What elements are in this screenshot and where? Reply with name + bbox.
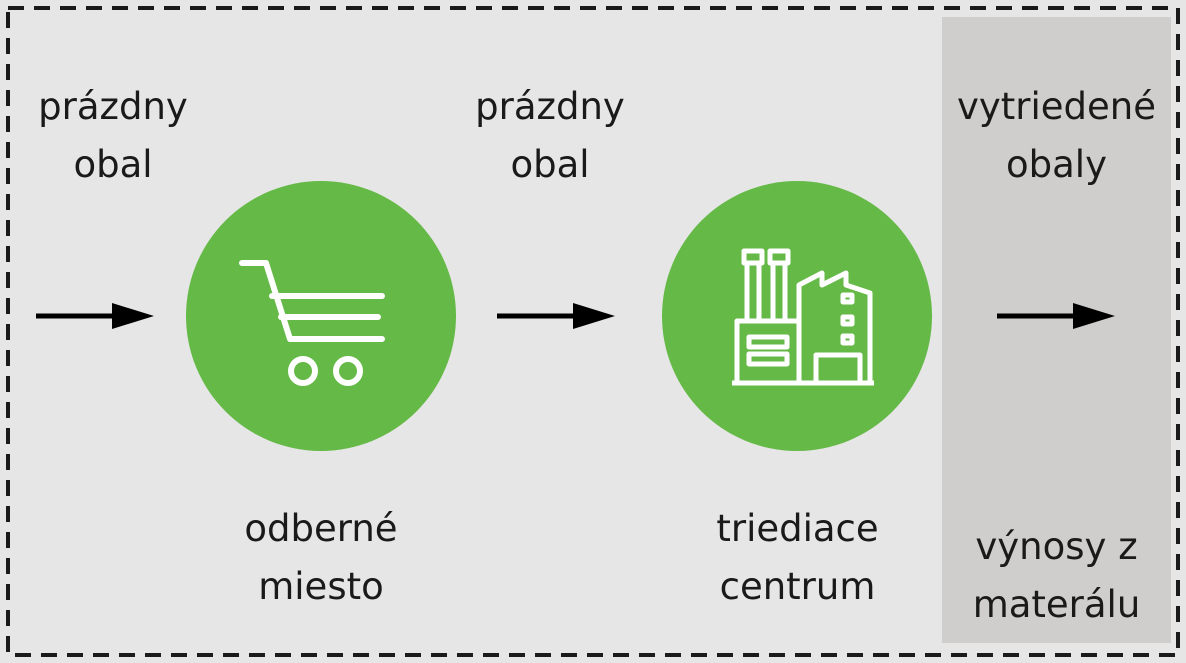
collection-point-node	[186, 181, 456, 451]
output-bottom-label: výnosy z materálu	[942, 518, 1171, 634]
output-top-label-line2: obaly	[1006, 143, 1107, 186]
collection-point-label-line1: odberné	[244, 507, 398, 550]
factory-icon	[732, 248, 874, 386]
sorting-center-label-line1: triediace	[716, 507, 879, 550]
output-top-label: vytriedené obaly	[942, 78, 1171, 194]
input-label-2-line1: prázdny	[475, 85, 625, 128]
input-label-2-line2: obal	[510, 143, 590, 186]
sorting-center-label: triediace centrum	[685, 500, 910, 616]
output-bottom-label-line2: materálu	[972, 583, 1141, 626]
input-label-1: prázdny obal	[28, 78, 198, 194]
input-label-1-line1: prázdny	[38, 85, 188, 128]
output-bottom-label-line1: výnosy z	[975, 525, 1138, 568]
arrow-3	[997, 303, 1115, 329]
output-top-label-line1: vytriedené	[956, 85, 1157, 128]
input-label-1-line2: obal	[73, 143, 153, 186]
output-panel	[942, 17, 1171, 643]
sorting-center-node	[662, 181, 932, 451]
sorting-center-label-line2: centrum	[719, 565, 876, 608]
arrow-2	[497, 303, 615, 329]
input-label-2: prázdny obal	[465, 78, 635, 194]
shopping-cart-icon	[239, 260, 385, 386]
collection-point-label: odberné miesto	[211, 500, 431, 616]
collection-point-label-line2: miesto	[258, 565, 384, 608]
arrow-1	[36, 303, 154, 329]
